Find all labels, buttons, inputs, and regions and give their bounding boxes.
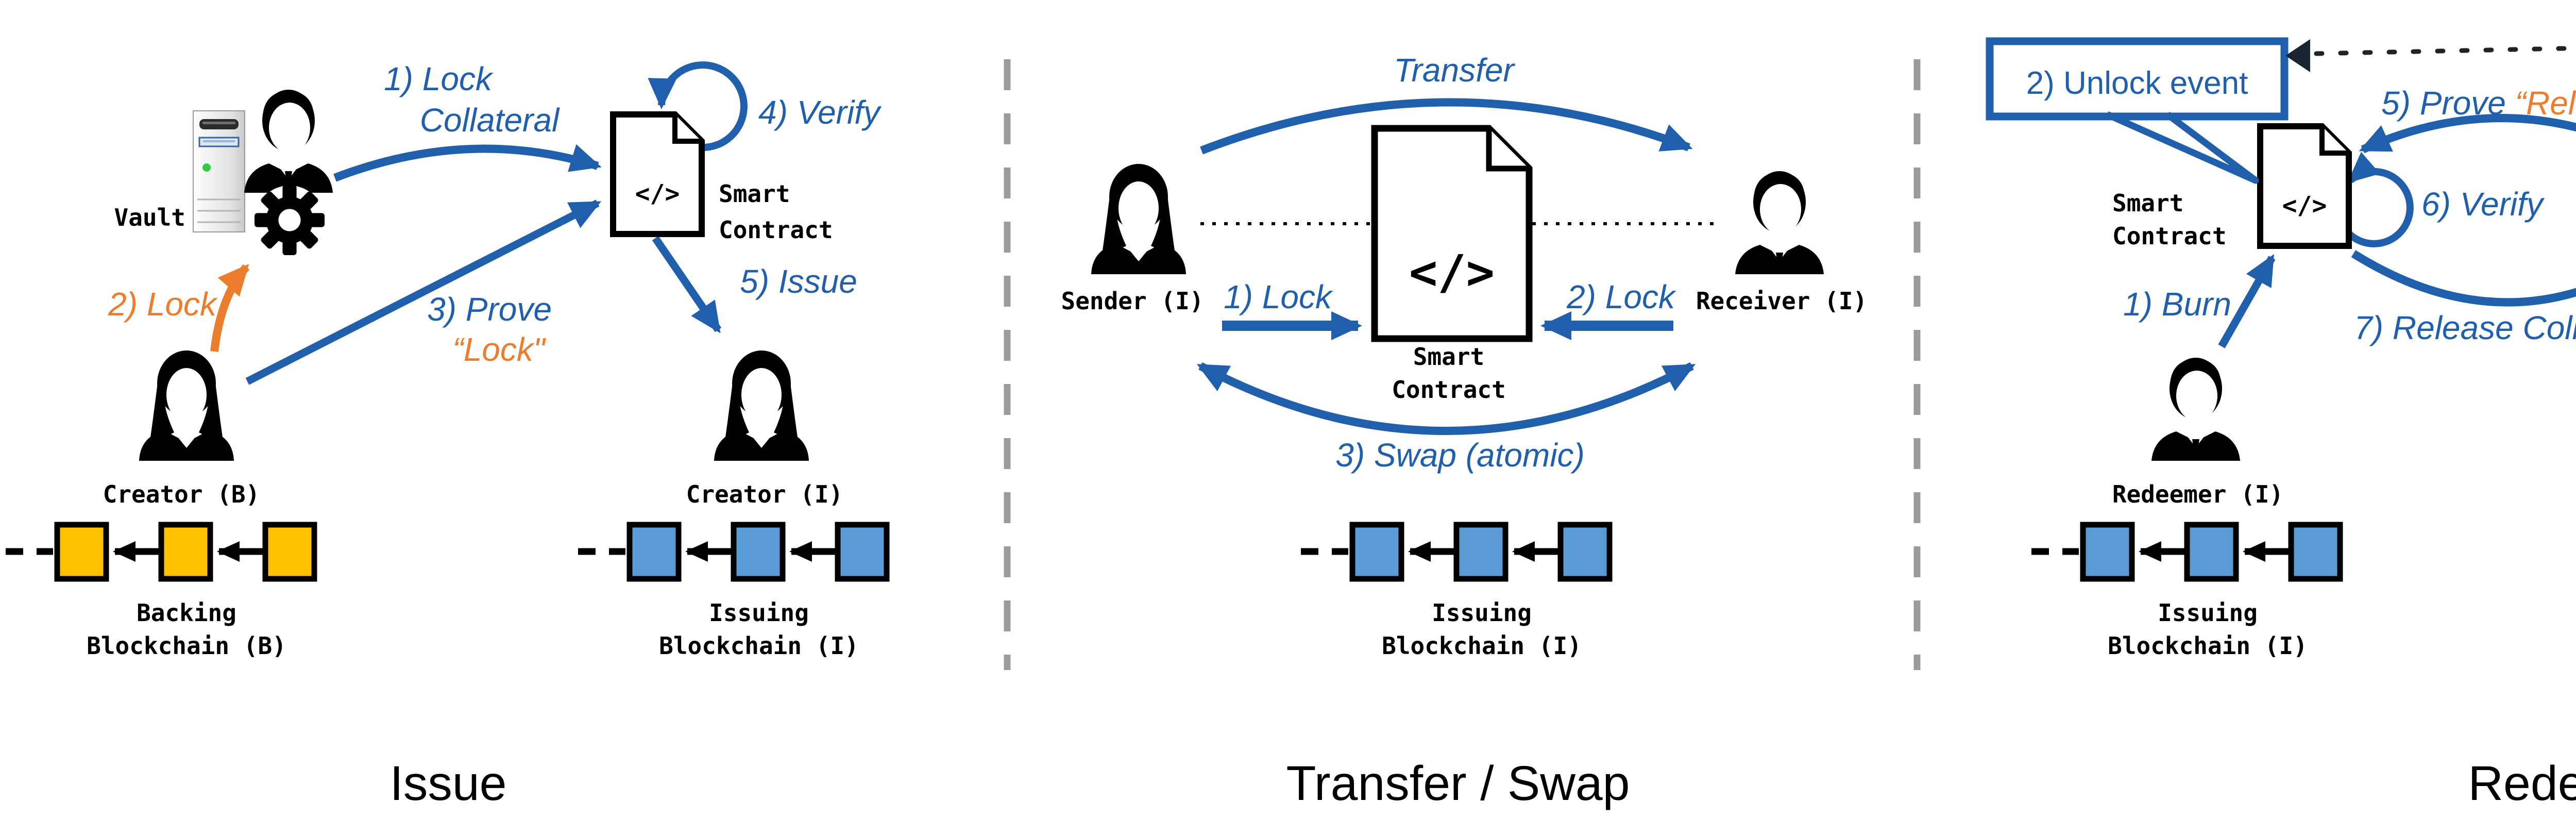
smart-contract-code-glyph: </> — [2282, 191, 2327, 220]
smart-contract-label-line2: Contract — [1392, 376, 1506, 404]
step7-label: 7) Release Collateral — [2354, 309, 2576, 346]
step1-label: 1) Lock — [1224, 278, 1333, 315]
sender-icon — [1091, 164, 1186, 274]
step3-label: 3) Swap (atomic) — [1335, 437, 1585, 474]
step6-label: 6) Verify — [2421, 186, 2545, 223]
witness-arrowhead — [2285, 39, 2310, 72]
smart-contract-label-line1: Smart — [719, 180, 790, 208]
issuing-label-line1: Issuing — [709, 599, 809, 627]
smart-contract-fold — [672, 114, 702, 144]
vault-label: Vault — [114, 204, 185, 231]
smart-contract-icon — [1371, 125, 1533, 342]
step5-label: 5) Prove “Release" — [2381, 85, 2576, 122]
smart-contract-label-line1: Smart — [2112, 189, 2183, 217]
issuing-blockchain-icon — [1301, 525, 1609, 579]
arrow-prove-release — [2359, 114, 2576, 154]
step3-line1: 3) Prove — [427, 291, 552, 328]
smart-contract-fold — [1486, 128, 1529, 172]
smart-contract-label-line2: Contract — [2112, 222, 2227, 250]
step1-line1: 1) Lock — [384, 60, 494, 97]
arrow-transfer — [1200, 98, 1693, 155]
transfer-panel-title: Transfer / Swap — [1286, 756, 1630, 811]
arrow-swap — [1196, 362, 1696, 435]
witness-dotted-line — [2314, 45, 2576, 56]
server-icon — [192, 110, 246, 233]
gear-icon — [255, 185, 325, 255]
step1-line2: Collateral — [420, 102, 560, 139]
smart-contract-label-line2: Contract — [719, 216, 833, 244]
unlock-event-callout-tail — [2106, 111, 2259, 184]
smart-contract-label-line1: Smart — [1413, 343, 1484, 371]
smart-contract-fold — [2319, 126, 2349, 156]
arrow-lock-collateral — [333, 144, 602, 182]
sender-label: Sender (I) — [1061, 287, 1204, 315]
panel-transfer: </> Smart Contract Transfer Sender (I) R… — [1061, 52, 1868, 811]
smart-contract-code-glyph: </> — [1409, 245, 1495, 300]
arrow-issue — [652, 236, 722, 333]
issuing-label-line2: Blockchain (I) — [2108, 632, 2308, 660]
step2-label: 2) Lock — [108, 286, 218, 323]
backing-label-line1: Backing — [137, 599, 236, 627]
receiver-icon — [1735, 171, 1824, 274]
creator-i-label: Creator (I) — [686, 480, 843, 508]
vault-operator-icon — [244, 90, 333, 193]
step2-label: 2) Lock — [1566, 278, 1676, 315]
step5-label: 5) Issue — [740, 263, 857, 300]
redeemer-i-icon — [2151, 358, 2240, 461]
issuing-label-line2: Blockchain (I) — [659, 632, 859, 660]
creator-b-icon — [139, 350, 234, 461]
step3-line2: “Lock" — [452, 331, 547, 368]
arrow-verify-loop — [2346, 152, 2414, 247]
panel-issue: Vault </> Smart Contract Creator (B) Cre… — [6, 60, 887, 811]
unlock-event-callout — [1986, 37, 2289, 121]
smart-contract-icon — [610, 111, 705, 237]
step1-label: 1) Burn — [2123, 286, 2231, 323]
arrow-release-collateral — [2351, 250, 2576, 307]
creator-i-icon — [714, 350, 809, 461]
redeem-panel-title: Redeem — [2468, 756, 2576, 811]
unlock-event-label: 2) Unlock event — [2026, 65, 2248, 101]
transfer-label: Transfer — [1394, 52, 1515, 89]
arrow-burn — [2218, 254, 2276, 348]
redeemer-i-label: Redeemer (I) — [2112, 480, 2283, 508]
issue-panel-title: Issue — [389, 756, 506, 811]
arrow-verify-loop — [648, 61, 748, 152]
panel-redeem: </> Smart Contract 2) Unlock event 3) Wi… — [1986, 37, 2576, 811]
step5-orange-part: “Release" — [2515, 85, 2576, 122]
issuing-blockchain-icon — [2031, 525, 2340, 579]
smart-contract-code-glyph: </> — [635, 179, 680, 208]
smart-contract-icon — [2257, 123, 2352, 249]
issuing-label-line2: Blockchain (I) — [1382, 632, 1582, 660]
issuing-label-line1: Issuing — [2158, 599, 2258, 627]
issuing-label-line1: Issuing — [1432, 599, 1532, 627]
step4-label: 4) Verify — [758, 94, 882, 131]
receiver-label: Receiver (I) — [1696, 287, 1867, 315]
arrow-prove-lock — [245, 199, 602, 385]
creator-b-label: Creator (B) — [103, 480, 260, 508]
arrow-lock-orange — [210, 263, 250, 352]
issuing-blockchain-icon — [578, 525, 887, 579]
backing-label-line2: Blockchain (B) — [87, 632, 286, 660]
backing-blockchain-icon — [6, 525, 314, 579]
step5-blue-part: 5) Prove — [2381, 85, 2515, 122]
